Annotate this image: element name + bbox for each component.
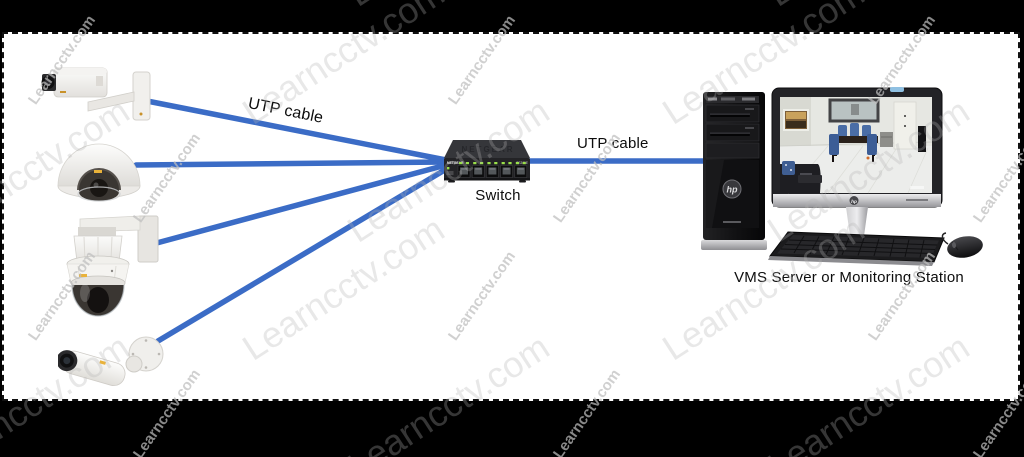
monitor-screen-cctv-view [779, 97, 933, 194]
switch-front-brand-text: NETGEAR [447, 161, 464, 165]
watermark-text: Learncctv.com [340, 0, 557, 15]
mouse-icon [941, 232, 983, 258]
switch-ports [457, 162, 528, 178]
monitor-icon: hp [771, 87, 943, 255]
server-tower-icon: hp [701, 92, 767, 250]
vms-server-label: VMS Server or Monitoring Station [734, 269, 964, 286]
switch-label: Switch [475, 187, 521, 204]
monitor-blue-tab [890, 87, 904, 92]
switch-top-face [444, 140, 530, 158]
monitor-hp-logo: hp [851, 199, 857, 205]
ptz-dome-camera-icon [66, 215, 159, 317]
switch-power-led [447, 167, 450, 170]
utp-cable-label-right: UTP cable [577, 135, 649, 152]
dome-camera-icon [57, 143, 141, 202]
box-camera-icon [41, 67, 151, 121]
watermark-text: Learncctv.com [0, 0, 137, 15]
switch-model-text: GS305E [516, 161, 528, 165]
monitor-stand-neck [846, 207, 868, 236]
switch-top-brand-text: NETGEAR [461, 145, 514, 154]
switch-icon: NETGEAR NETGEAR GS305E [444, 140, 530, 183]
bullet-camera-icon [58, 336, 164, 387]
tower-hp-logo: hp [727, 185, 738, 195]
keyboard-icon [768, 231, 945, 266]
watermark-text: Learncctv.com [760, 0, 977, 15]
